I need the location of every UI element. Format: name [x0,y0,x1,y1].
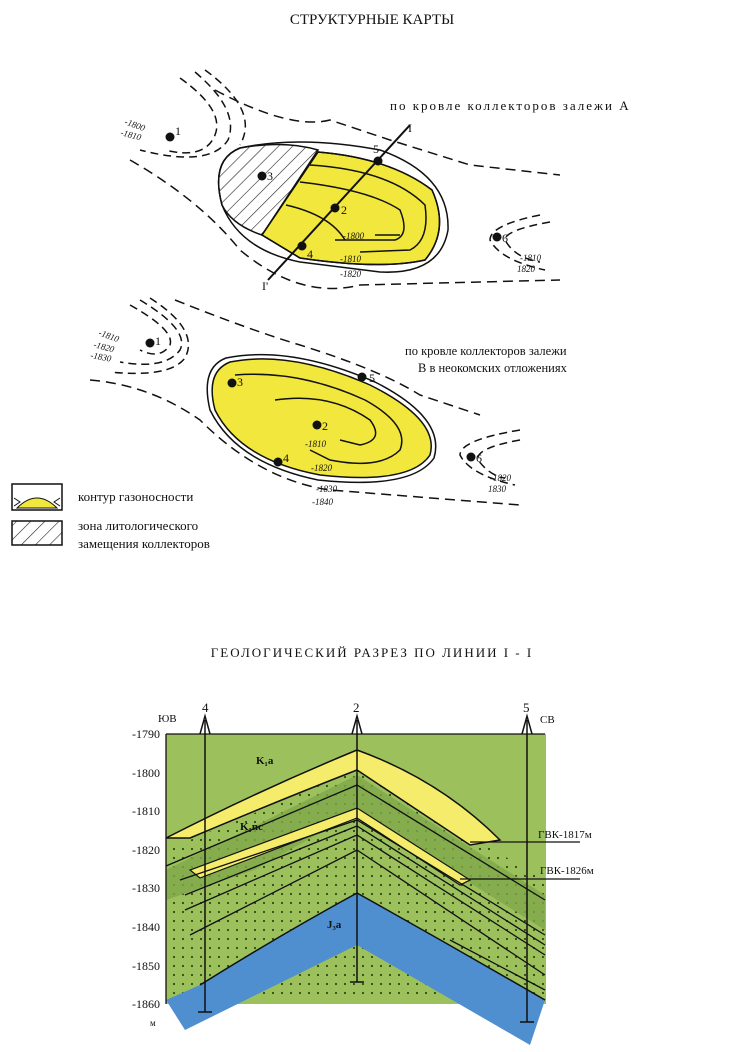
well-marker [145,338,155,348]
contour-label: -1820 [340,269,361,279]
well-marker [165,132,175,142]
y-tick: -1840 [132,920,160,934]
map-a-caption: по кровле коллекторов залежи А [390,98,631,113]
contour-label: -1820 [311,463,332,473]
well-label: 3 [237,375,243,389]
contour-label: -1800 [343,231,364,241]
y-tick: -1790 [132,727,160,741]
section-line-label-top: I [408,121,412,135]
well-label: 2 [322,419,328,433]
y-tick: -1820 [132,843,160,857]
legend: контур газоносности зона литологического… [11,483,210,551]
contour-label: -1820 [490,473,511,483]
well-marker [257,171,267,181]
well-label: 2 [341,203,347,217]
contour-label: 1820 [517,264,536,274]
contour-label: -1840 [312,497,333,507]
gwc-label-1: ГВК-1817м [538,829,592,841]
contour-label: -1830 [316,484,337,494]
direction-right: СВ [540,714,555,726]
well-marker [330,203,340,213]
layer-label-mid: K₁nc [240,821,263,833]
structure-map-a: по кровле коллекторов залежи А [129,69,631,290]
legend-hatch-swatch [11,520,63,546]
legend-gas-label: контур газоносности [78,489,193,504]
well-marker [466,452,476,462]
layer-label-top: K₁a [256,755,274,767]
legend-litho-label-2: замещения коллекторов [78,536,210,551]
well-marker [312,420,322,430]
contour-label: -1830 [90,350,113,364]
map-b-caption-line2: В в неокомских отложениях [418,361,568,375]
section-well-label: 4 [202,700,209,715]
section-labels: 4 2 5 ЮВ СВ -1790 -1800 -1810 -1820 -183… [132,700,594,1028]
well-marker [273,457,283,467]
geological-section [165,713,580,1045]
well-label: 1 [175,124,181,138]
gwc-label-2: ГВК-1826м [540,865,594,877]
well-label: 1 [155,334,161,348]
well-label: 6 [476,451,482,465]
y-tick: -1830 [132,881,160,895]
contour-label: -1810 [520,253,541,263]
y-unit: м [150,1018,156,1028]
well-label: 5 [369,371,375,385]
well-label: 5 [373,142,379,156]
layer-label-bottom: J₃a [327,919,342,931]
well-label: 6 [502,231,508,245]
well-marker [297,241,307,251]
y-tick: -1800 [132,766,160,780]
map-b-caption-line1: по кровле коллекторов залежи [405,344,567,358]
section-line-label-bottom: I' [262,279,268,293]
y-tick: -1810 [132,804,160,818]
direction-left: ЮВ [158,713,177,725]
structure-map-b [89,297,521,506]
well-marker [373,156,383,166]
section-well-label: 2 [353,700,360,715]
well-marker [357,372,367,382]
section-well-label: 5 [523,700,530,715]
well-label: 4 [283,451,289,465]
section-title: ГЕОЛОГИЧЕСКИЙ РАЗРЕЗ ПО ЛИНИИ I - I [211,645,533,660]
page-title: СТРУКТУРНЫЕ КАРТЫ [290,12,454,28]
well-label: 4 [307,247,313,261]
y-tick: -1860 [132,997,160,1011]
y-tick: -1850 [132,959,160,973]
well-label: 3 [267,169,273,183]
contour-label: -1810 [305,439,326,449]
contour-label: 1830 [488,484,507,494]
map-b-labels: по кровле коллекторов залежи В в неокомс… [90,327,568,507]
well-marker [492,232,502,242]
contour-label: -1810 [340,254,361,264]
well-marker [227,378,237,388]
legend-litho-label-1: зона литологического [78,518,198,533]
